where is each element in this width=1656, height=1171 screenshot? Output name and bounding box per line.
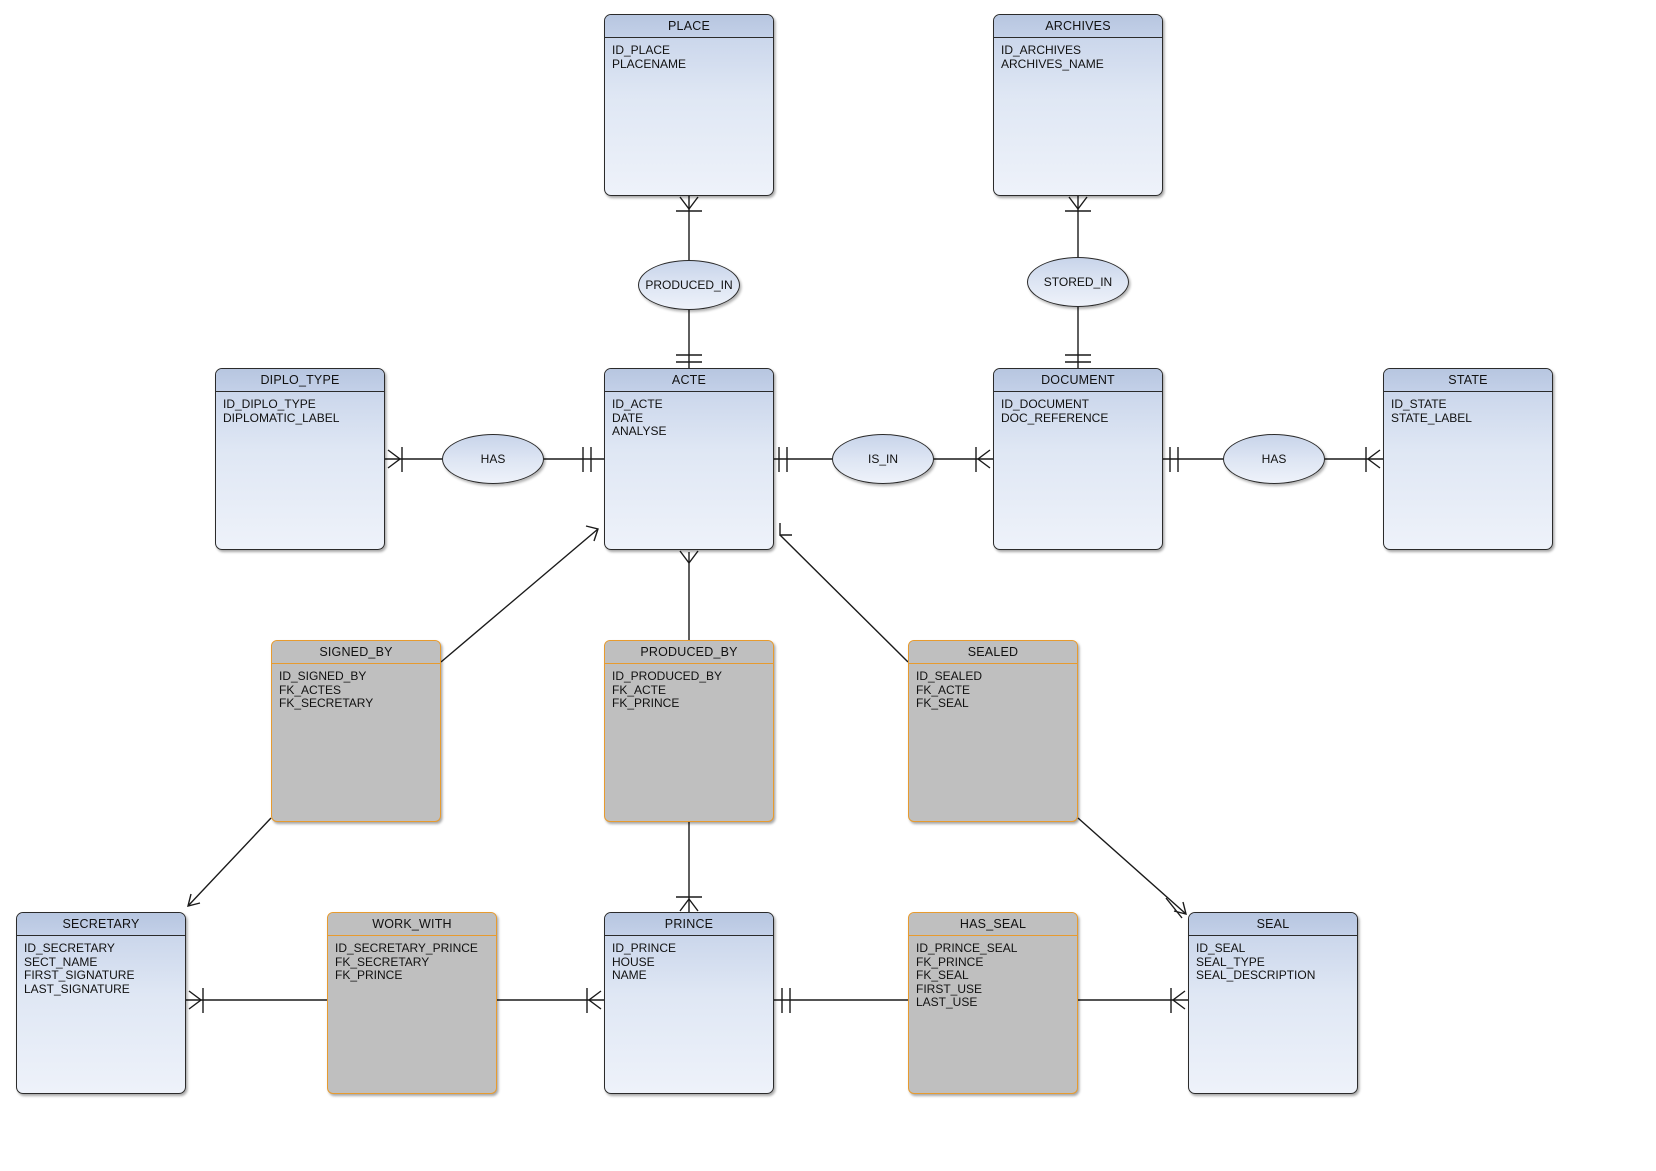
associative-entity-title: SIGNED_BY: [272, 641, 440, 664]
associative-entity-signed_by[interactable]: SIGNED_BY ID_SIGNED_BY FK_ACTES FK_SECRET…: [271, 640, 441, 822]
relationship-has_diplo[interactable]: HAS: [442, 434, 544, 484]
associative-entity-title: HAS_SEAL: [909, 913, 1077, 936]
entity-attributes: ID_PLACE PLACENAME: [612, 43, 687, 71]
relationship-label: STORED_IN: [1043, 275, 1113, 289]
entity-attributes: ID_ARCHIVES ARCHIVES_NAME: [1001, 43, 1104, 71]
associative-entity-title: SEALED: [909, 641, 1077, 664]
entity-title: DOCUMENT: [994, 369, 1162, 392]
entity-title: DIPLO_TYPE: [216, 369, 384, 392]
crowfoot-seal-left: [1171, 990, 1186, 1010]
entity-title: ARCHIVES: [994, 15, 1162, 38]
crowfoot-place: [679, 196, 699, 211]
edge-acte-sealed: [779, 534, 909, 663]
crowfoot-acte-producedby: [679, 550, 699, 565]
tick-seal-diag: [1165, 897, 1183, 919]
entity-diplo_type[interactable]: DIPLO_TYPE ID_DIPLO_TYPE DIPLOMATIC_LABEL: [215, 368, 385, 550]
entity-archives[interactable]: ARCHIVES ID_ARCHIVES ARCHIVES_NAME: [993, 14, 1163, 196]
entity-acte[interactable]: ACTE ID_ACTE DATE ANALYSE: [604, 368, 774, 550]
entity-attributes: ID_SECRETARY SECT_NAME FIRST_SIGNATURE L…: [24, 941, 135, 996]
associative-entity-attributes: ID_PRINCE_SEAL FK_PRINCE FK_SEAL FIRST_U…: [916, 941, 1018, 1010]
crowfoot-document-left: [976, 449, 991, 469]
relationship-produced_in[interactable]: PRODUCED_IN: [638, 260, 740, 310]
associative-entity-attributes: ID_PRODUCED_BY FK_ACTE FK_PRINCE: [612, 669, 723, 711]
edge-signedby-secretary: [187, 817, 272, 907]
associative-entity-work_with[interactable]: WORK_WITH ID_SECRETARY_PRINCE FK_SECRETAR…: [327, 912, 497, 1094]
crowfoot-prince-left: [587, 990, 602, 1010]
entity-seal[interactable]: SEAL ID_SEAL SEAL_TYPE SEAL_DESCRIPTION: [1188, 912, 1358, 1094]
associative-entity-has_seal[interactable]: HAS_SEAL ID_PRINCE_SEAL FK_PRINCE FK_SEAL…: [908, 912, 1078, 1094]
entity-attributes: ID_SEAL SEAL_TYPE SEAL_DESCRIPTION: [1196, 941, 1316, 983]
associative-entity-sealed[interactable]: SEALED ID_SEALED FK_ACTE FK_SEAL: [908, 640, 1078, 822]
relationship-label: HAS: [480, 452, 506, 466]
crowfoot-secretary-right: [188, 990, 203, 1010]
associative-entity-title: PRODUCED_BY: [605, 641, 773, 664]
entity-secretary[interactable]: SECRETARY ID_SECRETARY SECT_NAME FIRST_SI…: [16, 912, 186, 1094]
crowfoot-diplotype: [387, 449, 402, 469]
crowfoot-state: [1366, 449, 1381, 469]
crowfoot-acte-sealed: [779, 523, 792, 536]
entity-title: SEAL: [1189, 913, 1357, 936]
entity-attributes: ID_STATE STATE_LABEL: [1391, 397, 1472, 425]
relationship-is_in[interactable]: IS_IN: [832, 434, 934, 484]
entity-prince[interactable]: PRINCE ID_PRINCE HOUSE NAME: [604, 912, 774, 1094]
relationship-has_state[interactable]: HAS: [1223, 434, 1325, 484]
associative-entity-attributes: ID_SECRETARY_PRINCE FK_SECRETARY FK_PRIN…: [335, 941, 478, 983]
entity-attributes: ID_DIPLO_TYPE DIPLOMATIC_LABEL: [223, 397, 340, 425]
relationship-label: PRODUCED_IN: [645, 278, 733, 292]
associative-entity-title: WORK_WITH: [328, 913, 496, 936]
crowfoot-secretary-diag: [187, 893, 201, 907]
edge-acte-signedby: [440, 528, 599, 663]
entity-title: PRINCE: [605, 913, 773, 936]
relationship-stored_in[interactable]: STORED_IN: [1027, 257, 1129, 307]
entity-title: STATE: [1384, 369, 1552, 392]
crowfoot-acte-signedby: [585, 525, 599, 542]
associative-entity-attributes: ID_SEALED FK_ACTE FK_SEAL: [916, 669, 983, 711]
entity-place[interactable]: PLACE ID_PLACE PLACENAME: [604, 14, 774, 196]
entity-title: ACTE: [605, 369, 773, 392]
associative-entity-produced_by[interactable]: PRODUCED_BY ID_PRODUCED_BY FK_ACTE FK_PRI…: [604, 640, 774, 822]
relationship-label: HAS: [1261, 452, 1287, 466]
entity-attributes: ID_ACTE DATE ANALYSE: [612, 397, 667, 439]
edge-sealed-seal: [1077, 817, 1187, 915]
entity-title: SECRETARY: [17, 913, 185, 936]
entity-document[interactable]: DOCUMENT ID_DOCUMENT DOC_REFERENCE: [993, 368, 1163, 550]
entity-state[interactable]: STATE ID_STATE STATE_LABEL: [1383, 368, 1553, 550]
crowfoot-prince-top: [679, 897, 699, 912]
relationship-label: IS_IN: [867, 452, 898, 466]
entity-attributes: ID_PRINCE HOUSE NAME: [612, 941, 677, 983]
entity-title: PLACE: [605, 15, 773, 38]
entity-attributes: ID_DOCUMENT DOC_REFERENCE: [1001, 397, 1109, 425]
crowfoot-archives: [1068, 196, 1088, 211]
associative-entity-attributes: ID_SIGNED_BY FK_ACTES FK_SECRETARY: [279, 669, 374, 711]
